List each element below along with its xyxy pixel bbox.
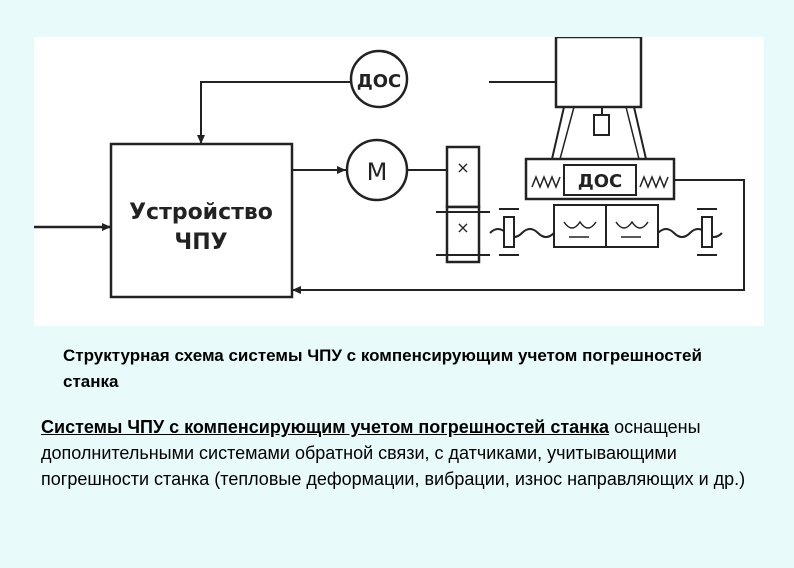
svg-text:М: М xyxy=(367,158,388,186)
cnc-unit-label-line1: Устройство xyxy=(129,200,273,225)
bottom-feedback-loop xyxy=(292,179,745,294)
diagram-caption: Структурная схема системы ЧПУ с компенси… xyxy=(63,346,702,391)
svg-text:ДОС: ДОС xyxy=(357,71,402,92)
description-text: оснащены дополнительными системами обрат… xyxy=(41,417,746,489)
spindle-head xyxy=(542,37,647,160)
machine-table: ДОС xyxy=(524,157,676,248)
svg-text:×: × xyxy=(456,158,469,177)
gearbox: × × xyxy=(436,145,490,264)
cnc-unit-label-line2: ЧПУ xyxy=(174,230,227,255)
motor: М xyxy=(345,138,409,202)
description-term: Системы ЧПУ с компенсирующим учетом погр… xyxy=(41,417,610,437)
description-paragraph: Системы ЧПУ с компенсирующим учетом погр… xyxy=(41,414,761,492)
lead-screw xyxy=(489,208,723,256)
svg-text:×: × xyxy=(456,218,469,237)
cnc-unit-block: Устройство ЧПУ xyxy=(109,142,294,299)
structural-diagram: Устройство ЧПУ ДОС М × × xyxy=(34,37,764,326)
feedback-sensor-table: ДОС xyxy=(578,171,623,192)
feedback-sensor-top: ДОС xyxy=(349,49,409,109)
